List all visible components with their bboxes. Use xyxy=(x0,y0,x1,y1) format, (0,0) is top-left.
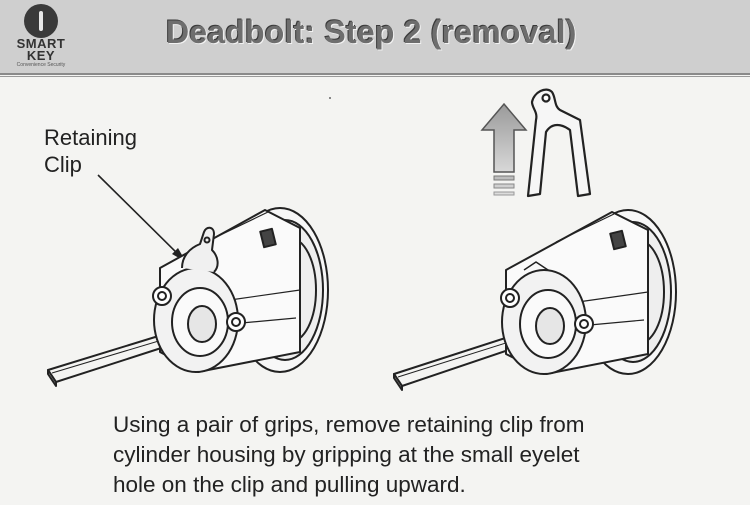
callout-line2: Clip xyxy=(44,152,82,177)
logo-tagline: Convenience Security xyxy=(16,62,66,68)
header-divider xyxy=(0,76,750,77)
smart-key-logo: SMART KEY Convenience Security xyxy=(10,4,72,72)
instruction-line1: Using a pair of grips, remove retaining … xyxy=(113,412,585,437)
logo-word-line1: SMART xyxy=(16,36,66,51)
cylinder-with-clip xyxy=(47,207,329,387)
scan-speck xyxy=(329,97,331,99)
header-bar: SMART KEY Convenience Security Deadbolt:… xyxy=(0,0,750,75)
instruction-text: Using a pair of grips, remove retaining … xyxy=(113,410,673,500)
callout-line1: Retaining xyxy=(44,125,137,150)
arrow-up-icon xyxy=(480,102,528,196)
instruction-line2: cylinder housing by gripping at the smal… xyxy=(113,442,580,467)
callout-leader xyxy=(97,174,187,263)
logo-word-line2: KEY xyxy=(26,48,56,63)
retaining-clip-callout: Retaining Clip xyxy=(44,124,164,178)
smart-key-logo-icon xyxy=(24,4,58,38)
retaining-clip-icon xyxy=(526,88,592,198)
page-title: Deadbolt: Step 2 (removal) xyxy=(166,14,577,50)
cylinder-clip-removed xyxy=(393,209,677,391)
instruction-line3: hole on the clip and pulling upward. xyxy=(113,472,466,497)
